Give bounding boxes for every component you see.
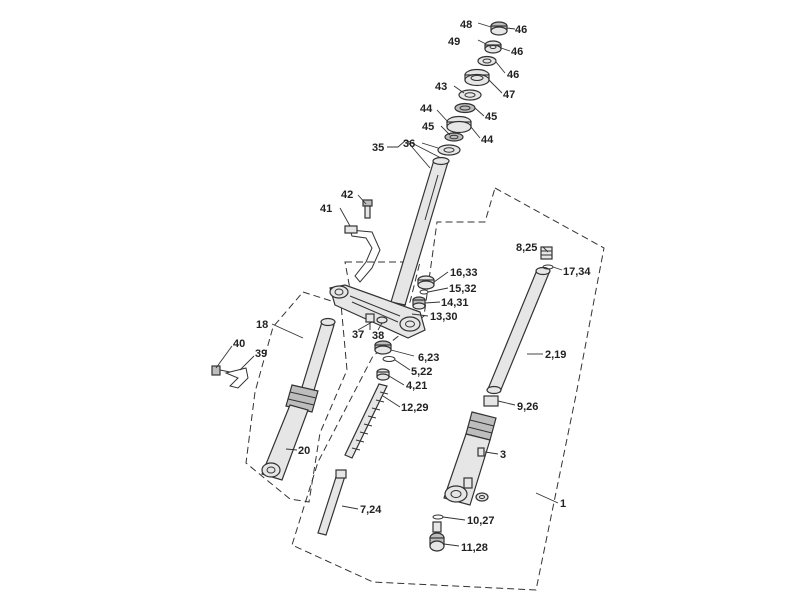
label-9-26: 9,26 [517,401,538,413]
label-45-a: 45 [485,111,497,123]
label-37: 37 [352,329,364,341]
lock-washer-46 [484,40,502,54]
label-20: 20 [298,445,310,457]
clip-5-22 [382,356,396,362]
label-5-22: 5,22 [411,366,432,378]
label-46-a: 46 [515,24,527,36]
label-15-32: 15,32 [449,283,477,295]
ball-race-45-lower [444,132,464,142]
bolt-40 [211,365,231,376]
label-7-24: 7,24 [360,504,382,516]
label-44-a: 44 [420,103,433,115]
label-11-28: 11,28 [461,542,488,554]
label-18: 18 [256,319,268,331]
label-42: 42 [341,189,353,201]
spring-12-29 [344,383,389,459]
leader-lines [215,22,563,547]
small-parts-cluster [365,275,435,330]
label-4-21: 4,21 [406,380,427,392]
label-43: 43 [435,81,447,93]
label-3: 3 [500,449,506,461]
label-6-23: 6,23 [418,352,439,364]
label-46-b: 46 [511,46,523,58]
bracket-39 [224,367,249,389]
damper-stack [344,340,396,459]
top-plug-8-25 [540,246,553,260]
screw-37 [365,313,375,330]
clip-15-32 [419,289,429,295]
head-bearing-stack [437,21,508,156]
ring-nut-46 [477,55,497,67]
label-16-33: 16,33 [450,267,478,279]
label-40: 40 [233,338,245,350]
inner-tube-2-19 [486,266,551,395]
bearing-ring-43 [458,89,482,101]
damper-rod-7-24 [317,469,347,536]
label-38: 38 [372,330,384,342]
bearing-cup-44 [446,115,472,134]
bush-9-26 [483,395,499,407]
label-17-34: 17,34 [563,266,591,278]
bush-4-21 [376,368,390,381]
nut-14-31 [412,296,426,310]
bearing-cup-36 [437,144,461,156]
part-labels: 48 46 49 46 46 47 43 45 44 44 45 36 35 4… [233,19,591,554]
label-46-c: 46 [507,69,519,81]
label-39: 39 [255,348,267,360]
label-13-30: 13,30 [430,311,458,323]
label-47: 47 [503,89,515,101]
label-12-29: 12,29 [401,402,429,414]
bracket-41 [344,225,381,283]
washer-10-27 [475,492,489,502]
bolt-42 [362,199,373,219]
label-35: 35 [372,142,384,154]
label-8-25: 8,25 [516,242,537,254]
steering-stem-35 [390,156,450,306]
left-fork-leg-20 [261,317,336,481]
bolt-11-28 [429,521,445,552]
top-nut-46 [490,21,508,36]
lower-slider-3 [443,411,497,506]
cap-16-33 [417,275,435,290]
label-41: 41 [320,203,332,215]
group-18-dashed-outline [245,291,348,503]
oring-10-27 [432,514,444,520]
seal-6-23 [374,340,392,355]
label-44-b: 44 [481,134,494,146]
lower-yoke [329,284,426,339]
label-48: 48 [460,19,472,31]
label-14-31: 14,31 [441,297,469,309]
ball-race-45 [454,102,476,114]
bearing-cup-47 [464,68,490,87]
label-2-19: 2,19 [545,349,566,361]
label-45-b: 45 [422,121,434,133]
washer-38 [376,316,388,324]
label-49: 49 [448,36,460,48]
label-36: 36 [403,138,415,150]
label-10-27: 10,27 [467,515,495,527]
label-1: 1 [560,498,566,510]
